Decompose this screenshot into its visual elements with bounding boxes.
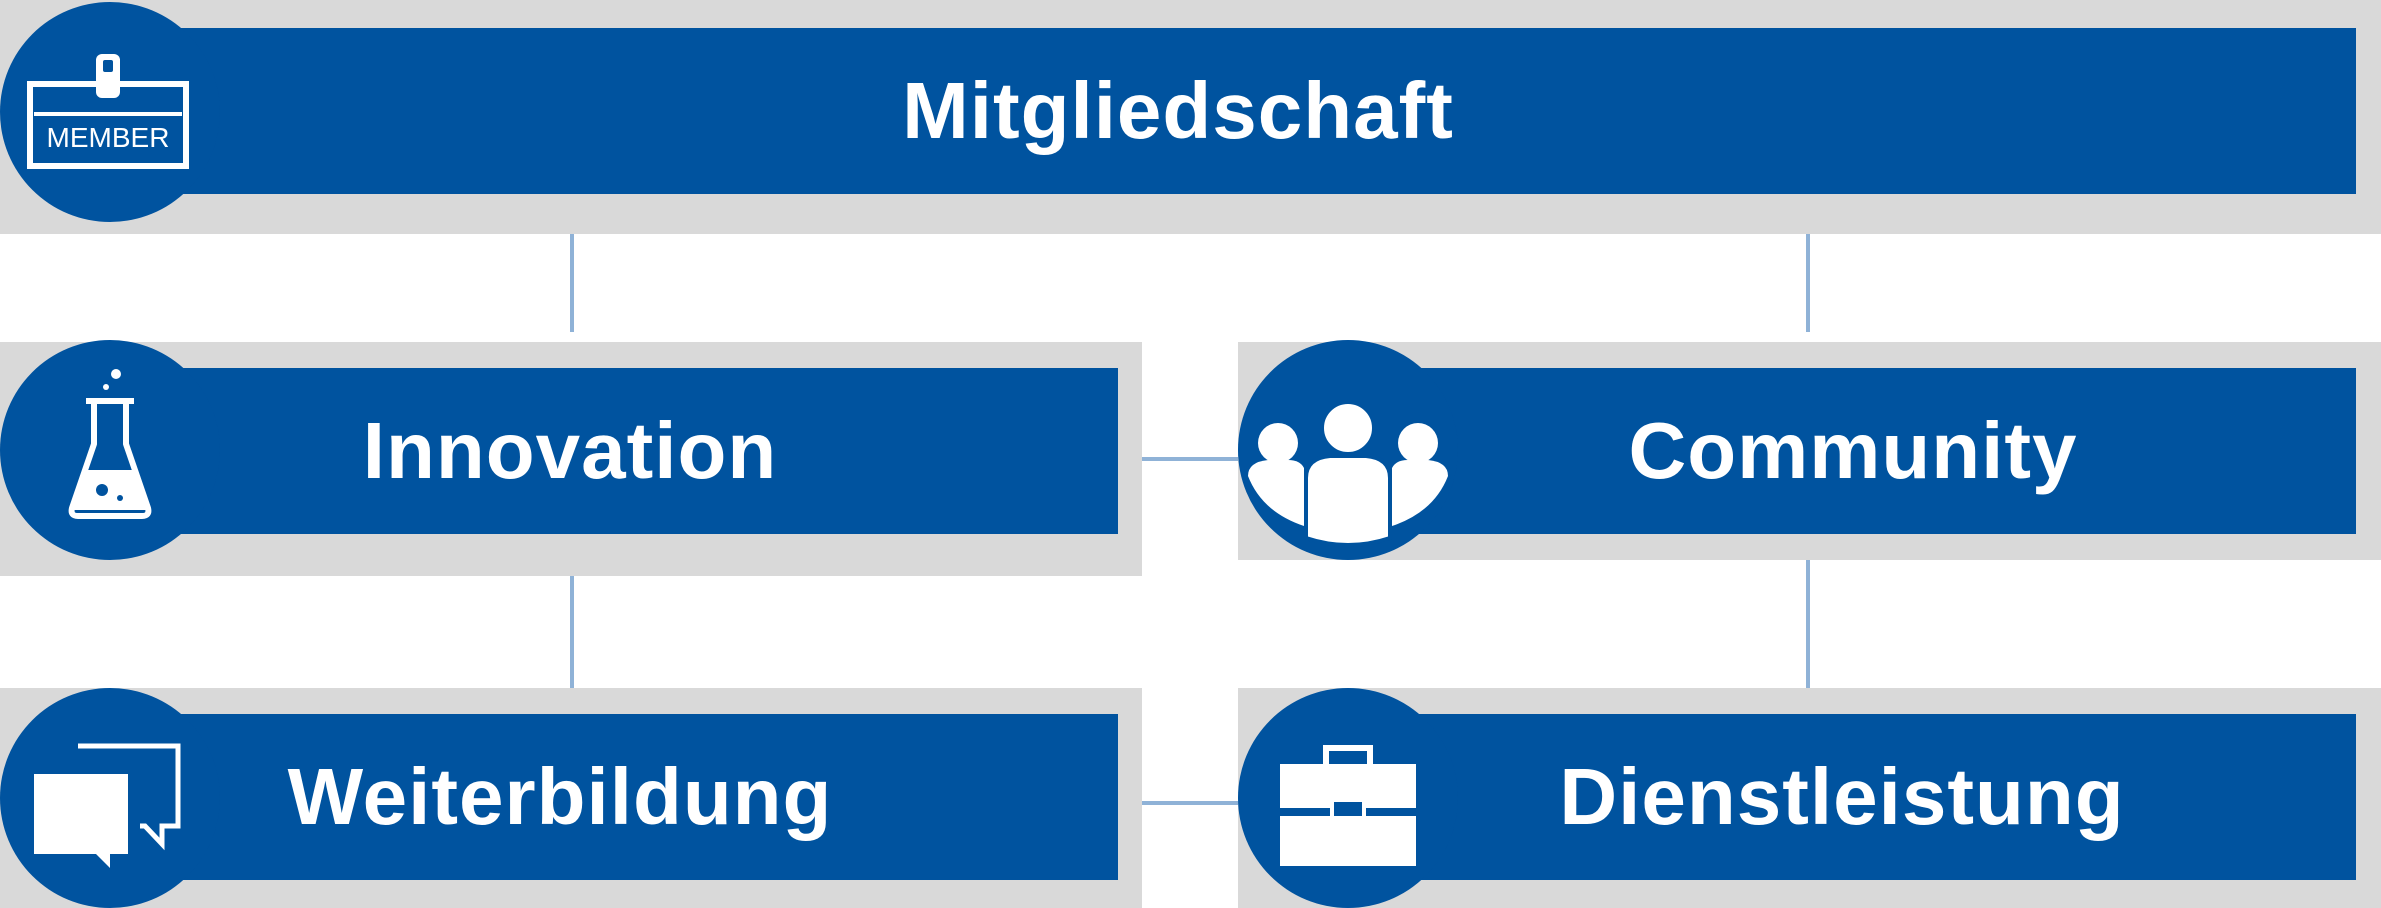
innovation-node-label: Innovation [362,406,778,495]
briefcase-icon [1280,745,1416,866]
community-node-icon-circle [1238,340,1458,560]
connector-community-dienstleistung [1806,560,1810,688]
innovation-node-bar: Innovation [120,368,1118,534]
dienstleistung-node-label: Dienstleistung [1559,752,2125,841]
connector-weiterbildung-dienstleistung [1142,801,1238,805]
innovation-node-icon-circle [0,340,220,560]
community-node-label: Community [1628,406,2078,495]
weiterbildung-node-icon-circle [0,688,220,908]
dienstleistung-node-bar: Dienstleistung [1358,714,2356,880]
weiterbildung-node-label: Weiterbildung [287,752,833,841]
chat-bubbles-icon [34,743,181,868]
dienstleistung-node-icon-circle [1238,688,1458,908]
people-group-icon [1248,400,1448,547]
root-node-icon-circle: MEMBER [0,2,220,222]
flask-icon [68,369,152,519]
root-node-bar: Mitgliedschaft [120,28,2356,194]
connector-root-community [1806,234,1810,332]
weiterbildung-node-bar: Weiterbildung [120,714,1118,880]
connector-innovation-weiterbildung [570,576,574,688]
connector-innovation-community [1142,457,1238,461]
community-node-bar: Community [1358,368,2356,534]
member-badge-text: MEMBER [47,122,170,153]
member-badge-icon: MEMBER [27,54,189,169]
connector-root-innovation [570,234,574,332]
root-node-label: Mitgliedschaft [902,66,1454,155]
